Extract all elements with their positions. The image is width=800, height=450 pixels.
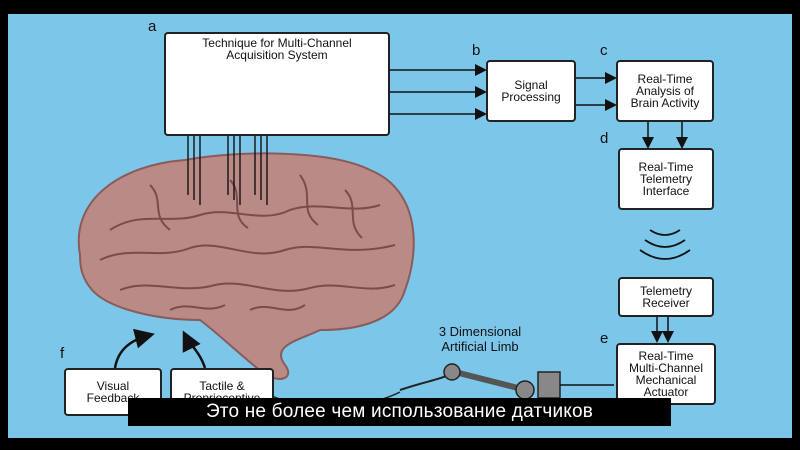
video-subtitle: Это не более чем использование датчиков [128, 398, 671, 426]
label-e: e [600, 330, 609, 347]
feedback-arrows [113, 328, 207, 369]
signal-processing-label: Signal Processing [501, 78, 561, 104]
realtime-analysis-label: Real-Time Analysis of Brain Activity [630, 72, 700, 110]
actuator-box: Real-Time Multi-Channel Mechanical Actua… [616, 343, 716, 405]
visual-feedback-label: Visual Feedback [86, 379, 140, 405]
label-c: c [600, 42, 608, 59]
actuator-label: Real-Time Multi-Channel Mechanical Actua… [628, 349, 704, 399]
acquisition-title: Technique for Multi-Channel Acquisition … [202, 36, 352, 62]
signal-processing-box: Signal Processing [486, 60, 576, 122]
wireless-signal-icon [639, 229, 691, 260]
telemetry-receiver-box: Telemetry Receiver [618, 277, 714, 317]
label-f: f [60, 345, 65, 362]
realtime-analysis-box: Real-Time Analysis of Brain Activity [616, 60, 714, 122]
label-d: d [600, 130, 609, 147]
label-a: a [148, 18, 157, 35]
telemetry-interface-box: Real-Time Telemetry Interface [618, 148, 714, 210]
telemetry-interface-label: Real-Time Telemetry Interface [638, 160, 694, 198]
brain-illustration [77, 152, 415, 380]
artificial-limb-label: 3 Dimensional Artificial Limb [438, 324, 522, 354]
acquisition-system-box: Technique for Multi-Channel Acquisition … [164, 32, 390, 136]
label-b: b [472, 42, 481, 59]
telemetry-receiver-label: Telemetry Receiver [639, 284, 692, 310]
